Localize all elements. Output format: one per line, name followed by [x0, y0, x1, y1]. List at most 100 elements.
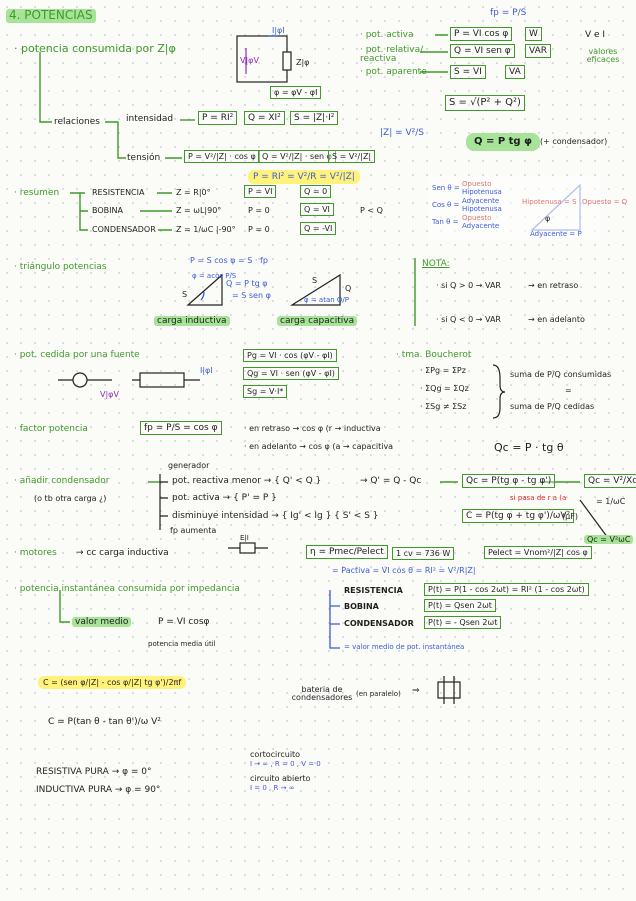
ref-adyacente-1: Adyacente	[462, 197, 500, 205]
nota-line1-a: · si Q > 0 → VAR	[436, 281, 501, 290]
ref-tan: Tan θ =	[432, 218, 459, 226]
factor-label: · factor potencia	[14, 424, 88, 434]
ref-hipotenusa-1: Hipotenusa	[462, 188, 502, 196]
ref-angle: φ	[545, 214, 551, 223]
ref-a-label: Adyacente = P	[530, 230, 582, 238]
condensador-qc-final: Qc = V²ωC	[584, 535, 634, 545]
circuit-z-label: Z|φ	[296, 58, 310, 67]
carga-capacitiva: carga capacitiva	[277, 316, 358, 327]
triangle-reference-card	[428, 176, 600, 240]
impedancia-p-eq: P = VI cosφ	[158, 617, 210, 627]
motores-cv: 1 cv = 736 W	[392, 547, 455, 561]
ten-formula-q: Q = V²/|Z| · sen φ	[258, 150, 336, 164]
cedida-label: · pot. cedida por una fuente	[14, 350, 140, 360]
resumen-row-2-p: P = 0	[248, 225, 270, 234]
connector-qc-final	[579, 499, 609, 539]
factor-qc: Qc = P · tg θ	[494, 441, 564, 454]
resumen-row-2-q: Q = -VI	[300, 222, 337, 236]
impedancia-row-1-f: P(t) = Qsen 2ωt	[424, 599, 496, 613]
pot-aparente-label: · pot. aparente	[360, 67, 427, 77]
angle-inductive	[200, 291, 205, 301]
ref-opuesto-1: Opuesto	[462, 180, 492, 188]
condensador-branches	[159, 474, 168, 530]
bottom-cortocircuito: cortocircuito	[250, 750, 301, 759]
circuit-current-label: I|φI	[272, 26, 285, 35]
triangle-capacitive	[289, 273, 341, 306]
page-title: 4. POTENCIAS	[6, 8, 96, 23]
motores-eta: η = Pmec/Pelect	[306, 545, 388, 560]
bottom-circuito-abierto: circuito abierto	[250, 774, 311, 783]
capacitor-bank	[437, 681, 461, 699]
pot-activa-formula: P = VI cos φ	[450, 27, 513, 42]
pot-aparente-unit: VA	[505, 65, 525, 80]
motores-label: · motores	[14, 548, 57, 558]
motor-box	[239, 542, 256, 554]
triangulo-cap-q: Q	[345, 284, 352, 293]
relaciones-label: relaciones	[54, 117, 100, 127]
pot-reactiva-formula: Q = VI sen φ	[450, 44, 515, 59]
resumen-row-2-z: Z = 1/ωC |-90°	[176, 225, 236, 234]
impedancia-potencia-util: potencia media útil	[148, 640, 216, 648]
capacitor-bank-plates	[443, 676, 455, 704]
tension-label: tensión	[127, 153, 161, 163]
impedancia-label: · potencia instantánea consumida por imp…	[14, 584, 240, 594]
condensador-sub: (o tb otra carga ¿)	[34, 494, 107, 503]
q-note: (+ condensador)	[540, 137, 608, 146]
resumen-label: · resumen	[14, 188, 60, 198]
bottom-c1: C = (sen φ/|Z| - cos φ/|Z| tg φ')/2πf	[38, 676, 187, 690]
condensador-label: · añadir condensador	[14, 476, 110, 486]
impedancia-row-0-name: RESISTENCIA	[344, 586, 403, 595]
boucherot-label: · tma. Boucherot	[396, 350, 472, 360]
pot-aparente-formula: S = VI	[450, 65, 486, 80]
cedida-f2: Qg = VI · sen (φV - φI)	[243, 367, 339, 381]
resumen-row-1-q: Q = VI	[300, 203, 334, 217]
condensador-fp-aumenta: fp aumenta	[170, 526, 217, 535]
triangulo-s-eq: P = S cos φ = S · fp	[190, 256, 268, 265]
int-formula-s: S = |Z|·I²	[290, 111, 339, 126]
triangle-inductive	[186, 273, 223, 306]
boucherot-brace	[492, 364, 506, 419]
ref-sen: Sen θ =	[432, 184, 460, 192]
boucherot-f3: · ΣSg ≠ ΣSz	[420, 402, 467, 411]
source-circle	[72, 372, 88, 388]
z-abs-formula: |Z| = V²/S	[380, 128, 425, 138]
resumen-row-1-extra: P < Q	[360, 206, 383, 215]
cedida-ii: I|φI	[200, 366, 213, 375]
cedida-f3: Sg = V·I*	[243, 385, 288, 399]
triangulo-q-eq1: Q = P tg φ	[226, 279, 268, 288]
consumida-title: · potencia consumida por Z|φ	[14, 42, 176, 55]
resumen-row-1-z: Z = ωL|90°	[176, 206, 222, 215]
condensador-xc: = 1/ωC	[596, 497, 626, 506]
resumen-row-1-p: P = 0	[248, 206, 270, 215]
impedancia-row-0-f: P(t) = P(1 - cos 2ωt) = RI² (1 - cos 2ωt…	[424, 583, 589, 597]
intensidad-label: intensidad	[126, 114, 174, 124]
ref-opuesto-2: Opuesto	[462, 214, 492, 222]
bottom-cc-values: I → ∞ , R = 0 , V = 0	[250, 760, 321, 768]
pot-reactiva-label: · pot. relativa/ reactiva	[360, 45, 424, 64]
boucherot-t2: =	[565, 386, 572, 395]
bottom-paralelo: (en paralelo)	[356, 690, 401, 698]
connector-impedancia	[59, 590, 70, 623]
ref-cos: Cos θ =	[432, 201, 460, 209]
pot-reactiva-unit: VAR	[525, 44, 551, 59]
motores-arrow: → cc carga inductiva	[76, 548, 169, 558]
condensador-i2: pot. activa → { P' = P }	[172, 493, 277, 503]
factor-formula: fp = P/S = cos φ	[140, 421, 222, 436]
bottom-resistiva: RESISTIVA PURA → φ = 0°	[36, 767, 152, 777]
ten-formula-p: P = V²/|Z| · cos φ	[184, 150, 260, 164]
bottom-bateria: bateria de condensadores	[291, 685, 353, 702]
bottom-c2: C = P(tan θ - tan θ')/ω V²	[48, 717, 161, 727]
condensador-i1b: → Q' = Q - Qc	[360, 476, 422, 486]
boucherot-t1: suma de P/Q consumidas	[510, 370, 612, 379]
motores-pelect: Pelect = Vnom²/|Z| cos φ	[484, 546, 592, 560]
connector-resumen-z	[140, 192, 172, 231]
impedancia-row-2-f: P(t) = - Qsen 2ωt	[424, 616, 502, 630]
condensador-i3: disminuye intensidad → { Ig' < Ig } { S'…	[172, 511, 379, 521]
bottom-ca-values: I = 0 , R → ∞	[250, 784, 295, 792]
condensador-generador: generador	[168, 461, 210, 470]
resumen-row-0-name: RESISTENCIA	[92, 188, 145, 197]
int-formula-p: P = RI²	[198, 111, 238, 126]
condensador-i1: pot. reactiva menor → { Q' < Q }	[172, 476, 322, 486]
bottom-inductiva: INDUCTIVA PURA → φ = 90°	[36, 785, 161, 795]
factor-l1: · en retraso → cos φ (r → inductiva	[244, 424, 381, 433]
